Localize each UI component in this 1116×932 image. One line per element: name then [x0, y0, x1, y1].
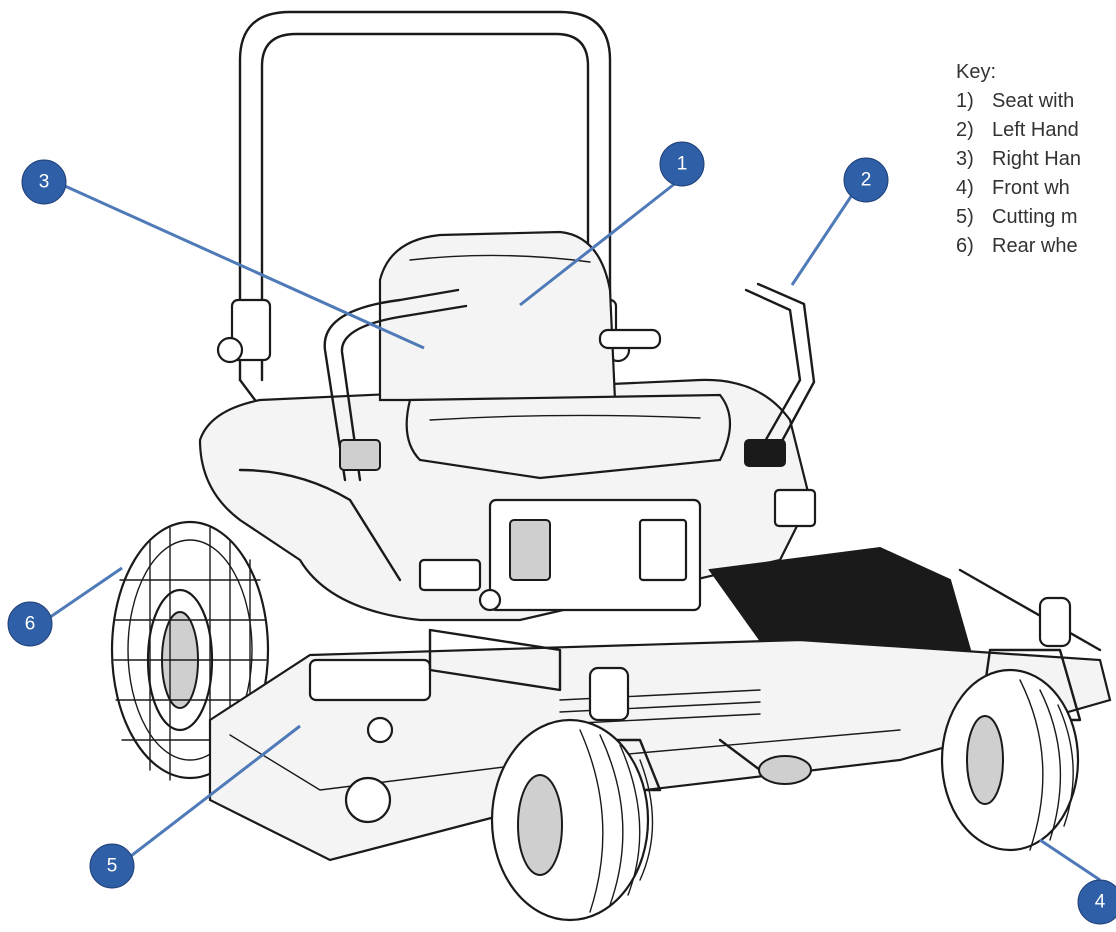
key-item-2: 2) Left Hand — [956, 116, 1116, 145]
leader-line-2 — [790, 185, 860, 286]
key-item-6: 6) Rear whe — [956, 232, 1116, 261]
key-item-label: Left Hand — [992, 119, 1079, 141]
callout-2-label: 2 — [861, 170, 872, 191]
callout-5: 5 — [89, 843, 135, 889]
key-item-number: 1) — [956, 90, 974, 112]
key-title: Key: — [956, 61, 997, 83]
key-list: 1) Seat with 2) Left Hand 3) Right Han 4) Fr… — [956, 87, 1116, 261]
key-item-number: 3) — [956, 148, 974, 170]
leader-line-4 — [1039, 838, 1101, 882]
callout-3: 3 — [21, 159, 67, 205]
key-item-number: 2) — [956, 119, 974, 141]
callout-3-label: 3 — [39, 172, 50, 193]
front-wheel-left — [490, 666, 662, 922]
seat — [378, 230, 731, 480]
key-item-4: 4) Front wh — [956, 174, 1116, 203]
key-item-label: Front wh — [992, 177, 1070, 199]
front-wheel-right — [940, 596, 1082, 852]
key-item-number: 4) — [956, 177, 974, 199]
callout-4: 4 — [1077, 879, 1116, 925]
key-item-label: Right Han — [992, 148, 1081, 170]
cutting-deck — [208, 628, 1112, 862]
callout-5-label: 5 — [107, 856, 118, 877]
callout-2: 2 — [843, 157, 889, 203]
callout-1: 1 — [659, 141, 705, 187]
key-item-1: 1) Seat with — [956, 87, 1116, 116]
callout-4-label: 4 — [1095, 892, 1106, 913]
key-item-label: Cutting m — [992, 206, 1078, 228]
key-item-number: 6) — [956, 235, 974, 257]
leader-line-3 — [55, 180, 425, 350]
leader-line-6 — [39, 566, 123, 626]
callout-6: 6 — [7, 601, 53, 647]
key-item-3: 3) Right Han — [956, 145, 1116, 174]
leader-line-1 — [519, 176, 683, 307]
key-item-label: Rear whe — [992, 235, 1078, 257]
callout-6-label: 6 — [25, 614, 36, 635]
key-item-number: 5) — [956, 206, 974, 228]
key-legend: Key: 1) Seat with 2) Left Hand 3) Right Han… — [956, 58, 1116, 261]
left-hand-lever — [744, 282, 816, 467]
callout-1-label: 1 — [677, 154, 688, 175]
key-item-5: 5) Cutting m — [956, 203, 1116, 232]
discharge-chute — [708, 546, 1102, 722]
key-item-label: Seat with — [992, 90, 1075, 112]
leader-lines — [39, 176, 1101, 882]
leader-line-5 — [117, 724, 301, 868]
right-hand-lever — [323, 288, 468, 482]
